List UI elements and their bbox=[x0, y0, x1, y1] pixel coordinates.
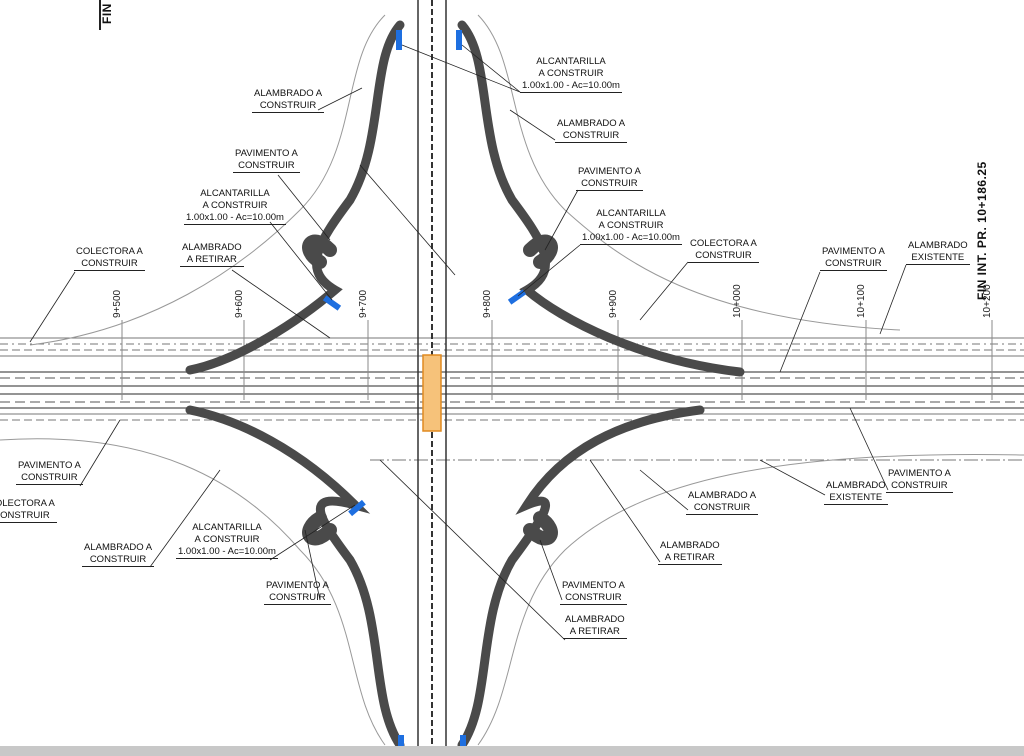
main-highway bbox=[0, 371, 1024, 409]
station-label: 10+200 bbox=[982, 284, 993, 318]
fin-int-label: FIN INT. PR. 10+186.25 bbox=[975, 161, 989, 300]
ramps bbox=[185, 20, 745, 750]
station-label: 10+000 bbox=[732, 284, 743, 318]
station-label: 9+500 bbox=[112, 289, 123, 318]
bridge bbox=[422, 354, 442, 432]
plan-footer-strip bbox=[0, 746, 1024, 756]
station-label: 9+800 bbox=[482, 289, 493, 318]
fin-label-top: FIN bbox=[100, 3, 114, 24]
station-label: 10+100 bbox=[856, 284, 867, 318]
station-label: 9+600 bbox=[234, 289, 245, 318]
station-label: 9+900 bbox=[608, 289, 619, 318]
station-label: 9+700 bbox=[358, 289, 369, 318]
collector-roads bbox=[0, 337, 1024, 461]
